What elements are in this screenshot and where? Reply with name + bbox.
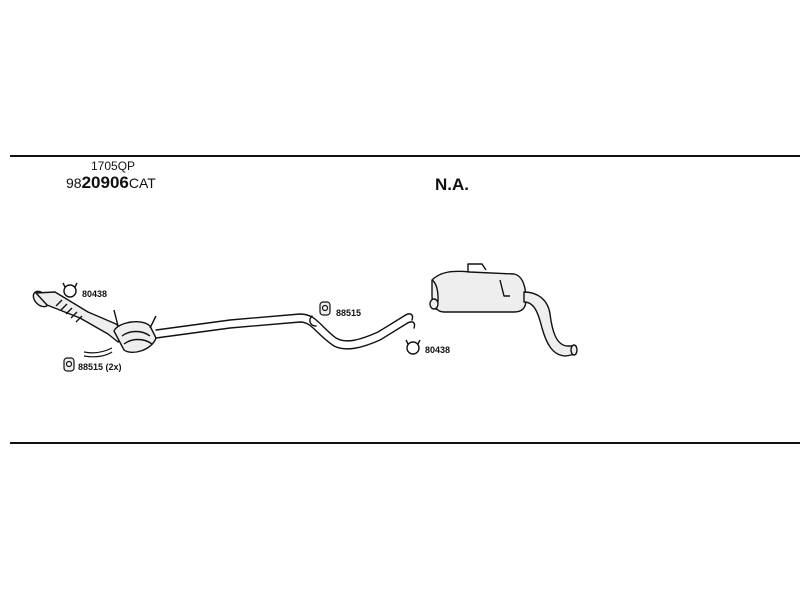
callout-clamp-d: 80438 [425, 345, 451, 355]
clamp-ring-icon [62, 282, 78, 298]
catalytic-converter [113, 309, 157, 354]
part-prefix: 98 [66, 175, 82, 191]
tail-pipe-end [570, 344, 578, 356]
clamp-ring-icon [405, 339, 421, 355]
bottom-divider [10, 442, 800, 444]
part-number: 20906 [81, 173, 129, 192]
callout-mount-b: 88515 (2x) [78, 362, 122, 372]
muffler-body [431, 270, 527, 313]
part-suffix: CAT [128, 175, 156, 191]
cat-body [113, 320, 157, 354]
front-hanger [83, 347, 113, 358]
not-available-label: N.A. [435, 175, 469, 194]
front-pipe [32, 290, 127, 343]
rear-muffler [429, 263, 578, 357]
flex-section [55, 299, 83, 323]
part-number-main: 9820906CAT [66, 174, 156, 191]
tail-pipe [523, 291, 577, 357]
callout-mount-c: 88515 [336, 308, 362, 318]
part-number-small: 1705QP [91, 159, 136, 173]
rubber-mount-icon [319, 301, 331, 316]
middle-hanger [309, 315, 317, 327]
rubber-mount-icon [63, 357, 75, 372]
callout-clamp-a: 80438 [82, 289, 108, 299]
top-divider [10, 155, 800, 157]
cat-heat-shield [113, 309, 157, 329]
middle-pipe [155, 313, 416, 350]
cat-ribs [121, 330, 153, 345]
muffler-inlet [429, 298, 439, 310]
muffler-bracket [467, 263, 510, 297]
